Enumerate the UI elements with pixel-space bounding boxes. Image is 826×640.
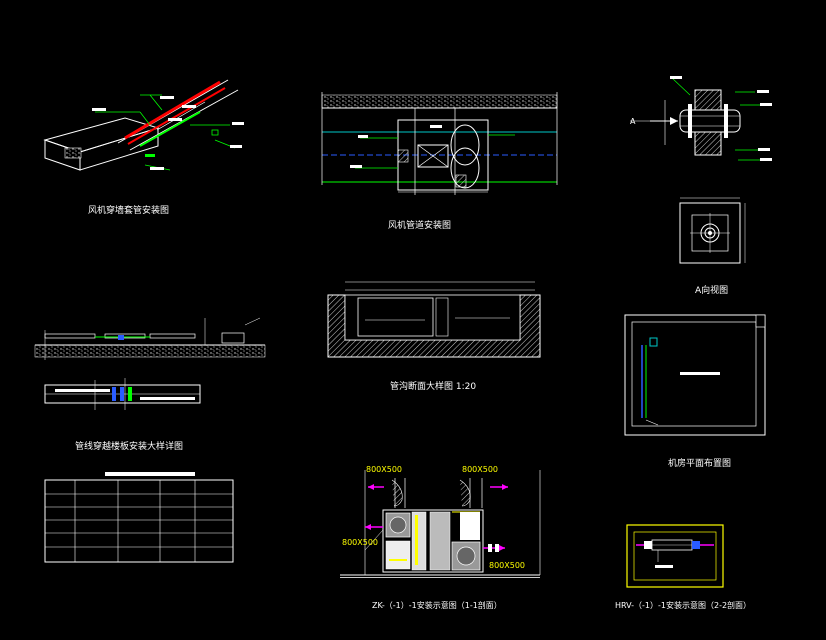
dim-800x500-bottom: 800X500 [489,561,525,570]
a-view-drawing [679,197,746,264]
room-plan-title: 机房平面布置图 [668,457,731,469]
equipment-table-drawing [44,479,234,563]
hrv-elevation-drawing [626,524,724,588]
wall-pipe-3d-title: 风机穿墙套管安装图 [88,204,169,216]
ahu-elevation-drawing: 800X500 800X500 800X500 800X500 [340,465,541,579]
trench-section-drawing [327,281,541,358]
a-view-title: A向视图 [695,284,728,296]
wall-sleeve-detail-drawing: A [630,76,772,161]
fan-pipe-section-title: 风机管道安装图 [388,219,451,231]
arrow-a-label: A [630,117,636,126]
table-title-bar [105,472,195,476]
dim-800x500-top-left: 800X500 [366,465,402,474]
fan-pipe-section-drawing [321,92,558,195]
ahu-elevation-title: ZK-（-1）-1安装示意图（1-1剖面） [372,600,502,610]
dim-800x500-side: 800X500 [342,538,378,547]
dim-800x500-top-right: 800X500 [462,465,498,474]
hrv-elevation-title: HRV-（-1）-1安装示意图（2-2剖面） [615,600,751,610]
wall-pipe-3d-drawing [43,79,244,171]
room-plan-drawing [624,314,766,436]
floor-layout-drawing [34,317,266,410]
floor-layout-title: 管线穿越楼板安装大样详图 [75,440,183,452]
trench-section-title: 管沟断面大样图 1:20 [390,380,476,392]
